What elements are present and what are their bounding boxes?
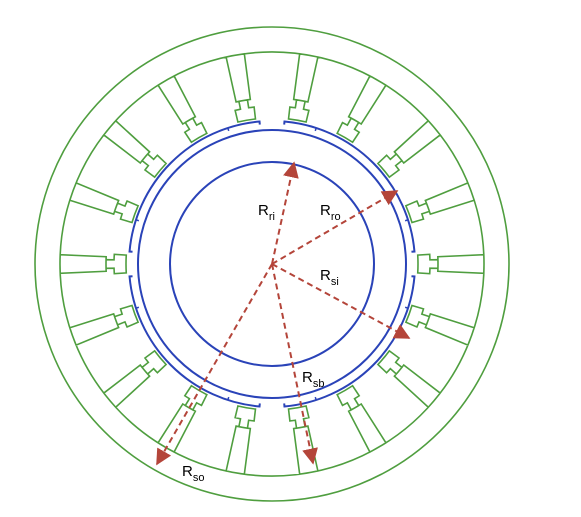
rotor-magnet-step	[314, 127, 409, 222]
stator-slot-profile	[59, 51, 485, 477]
rotor-magnet-step	[135, 306, 230, 401]
radius-arrows	[156, 161, 411, 466]
arrow-r-ri	[271, 161, 299, 265]
radius-labels: Rri Rro Rsi Rsb Rso	[182, 202, 341, 484]
rotor-magnet-outline	[128, 275, 261, 408]
rotor-magnets	[128, 120, 416, 408]
arrow-r-so	[156, 263, 273, 466]
rotor-magnet-step	[314, 306, 409, 401]
label-r-sb: Rsb	[302, 369, 324, 390]
arrow-r-si	[271, 263, 411, 339]
label-r-so: Rso	[182, 463, 204, 484]
label-r-ro: Rro	[320, 202, 341, 223]
rotor-magnet-outline	[128, 120, 261, 253]
rotor-shaft-circle	[169, 161, 375, 367]
label-r-si: Rsi	[320, 267, 339, 288]
rotor-magnet-outline	[283, 120, 416, 253]
rotor	[128, 120, 416, 408]
arrow-r-ro	[271, 190, 399, 265]
arrow-r-sb	[271, 263, 318, 465]
rotor-core-circle	[137, 129, 407, 399]
label-r-ri: Rri	[258, 202, 275, 223]
stator	[34, 26, 510, 502]
rotor-magnet-outline	[283, 275, 416, 408]
rotor-magnet-step	[135, 127, 230, 222]
stator-outer-circle	[34, 26, 510, 502]
